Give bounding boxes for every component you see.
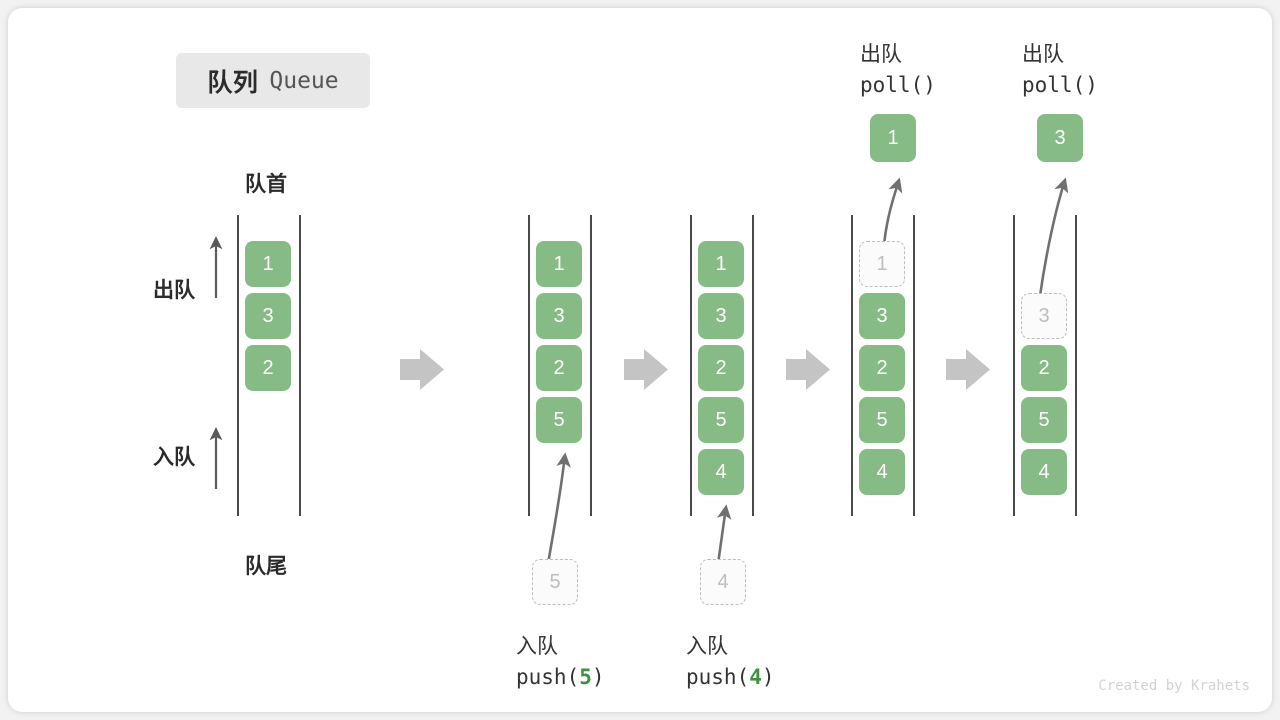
step-arrow-2: [624, 349, 668, 390]
operation-code-value: 5: [579, 665, 592, 689]
outgoing-element-ghost: 1: [859, 241, 905, 287]
queue-cell: 2: [536, 345, 582, 391]
queue-rail-right: [913, 215, 915, 516]
operation-code-prefix: push(: [516, 665, 580, 689]
rear-label: 队尾: [245, 555, 287, 578]
queue-rail-right: [752, 215, 754, 516]
incoming-element-ghost: 5: [532, 559, 578, 605]
queue-cell: 2: [245, 345, 291, 391]
operation-label-cn: 入队: [686, 635, 728, 658]
queue-rail-left: [1013, 215, 1015, 516]
operation-code-value: 4: [749, 665, 762, 689]
queue-cell: 5: [1021, 397, 1067, 443]
queue-cell: 1: [245, 241, 291, 287]
title-cn: 队列: [207, 68, 259, 97]
polled-element: 3: [1037, 114, 1083, 162]
title-en: Queue: [269, 67, 339, 94]
queue-cell: 4: [859, 449, 905, 495]
queue-cell: 3: [859, 293, 905, 339]
incoming-element-ghost: 4: [700, 559, 746, 605]
queue-cell: 3: [536, 293, 582, 339]
step-arrow-4: [946, 349, 990, 390]
operation-label-cn: 出队: [1022, 43, 1064, 66]
operation-label-cn: 出队: [860, 43, 902, 66]
queue-cell: 4: [1021, 449, 1067, 495]
queue-cell: 5: [859, 397, 905, 443]
queue-cell: 1: [698, 241, 744, 287]
push-5-arrow: [546, 452, 571, 565]
operation-code-prefix: push(: [686, 665, 750, 689]
poll-3-arrow: [1038, 177, 1069, 297]
queue-rail-left: [690, 215, 692, 516]
queue-cell: 2: [859, 345, 905, 391]
diagram-title-badge: 队列 Queue: [176, 53, 370, 108]
queue-cell: 3: [698, 293, 744, 339]
queue-rail-left: [237, 215, 239, 516]
queue-cell: 5: [536, 397, 582, 443]
queue-rail-right: [1075, 215, 1077, 516]
operation-label-code: push(5): [516, 665, 605, 689]
queue-cell: 5: [698, 397, 744, 443]
operation-label-code: poll(): [1022, 73, 1098, 97]
enqueue-label: 入队: [153, 446, 195, 469]
step-arrow-1: [400, 349, 444, 390]
arrows-overlay: [209, 177, 1069, 565]
dequeue-label: 出队: [153, 279, 195, 302]
front-label: 队首: [245, 173, 287, 196]
operation-label-code: push(4): [686, 665, 775, 689]
queue-cell: 1: [536, 241, 582, 287]
queue-rail-left: [851, 215, 853, 516]
operation-code-suffix: ): [761, 665, 775, 689]
queue-rail-left: [528, 215, 530, 516]
step-arrow-3: [786, 349, 830, 390]
push-4-arrow: [716, 504, 732, 565]
operation-code-suffix: ): [591, 665, 605, 689]
polled-element: 1: [870, 114, 916, 162]
operation-label-code: poll(): [860, 73, 936, 97]
operation-label-cn: 入队: [516, 635, 558, 658]
queue-cell: 3: [245, 293, 291, 339]
outgoing-element-ghost: 3: [1021, 293, 1067, 339]
queue-rail-right: [590, 215, 592, 516]
poll-1-arrow: [882, 177, 903, 247]
queue-cell: 4: [698, 449, 744, 495]
queue-rail-right: [299, 215, 301, 516]
queue-cell: 2: [698, 345, 744, 391]
diagram-canvas: 队列 Queue: [8, 8, 1272, 712]
watermark: Created by Krahets: [1098, 678, 1250, 694]
queue-cell: 2: [1021, 345, 1067, 391]
